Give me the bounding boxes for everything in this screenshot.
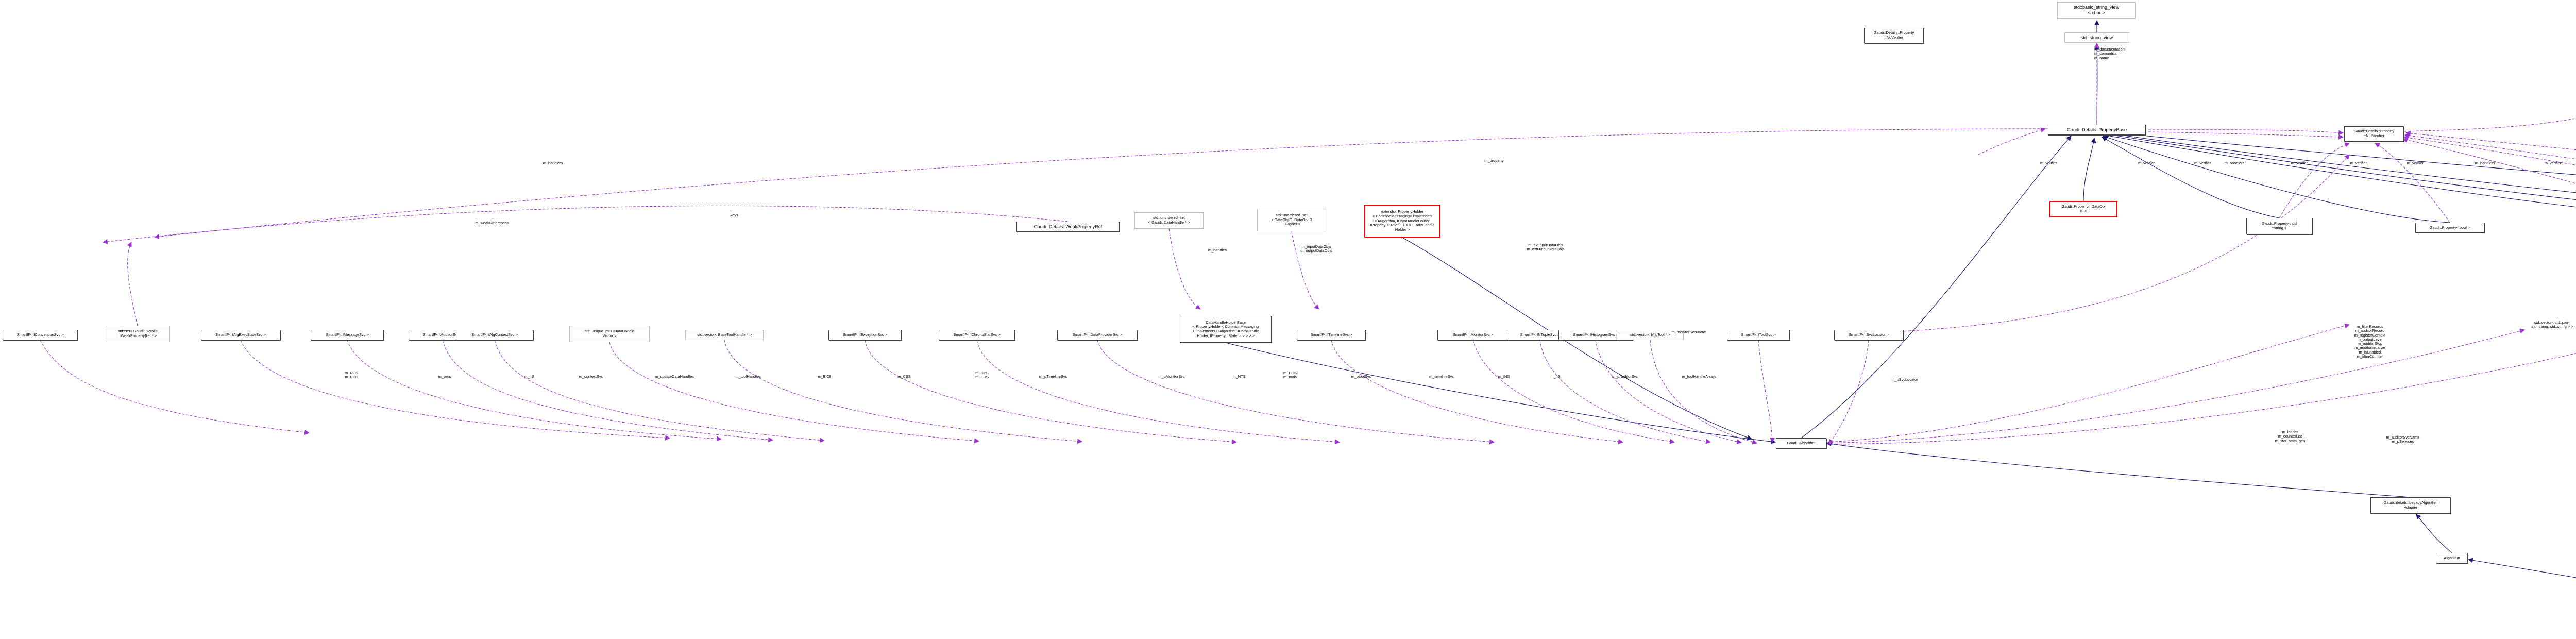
class-node-smartif_ialgexec[interactable]: SmartIF< IAlgExecStateSvc > — [201, 330, 280, 340]
class-node-label: std::vector< IAlgTool * > — [1630, 332, 1671, 337]
class-node-label: Gaudi::Algorithm — [1787, 440, 1816, 445]
class-node-basic_string_view[interactable]: std::basic_string_view < char > — [2057, 2, 2136, 19]
class-node-smartif_itoolsvc[interactable]: SmartIF< IToolSvc > — [1727, 330, 1790, 340]
class-node-label: Algorithm — [2444, 555, 2460, 560]
class-node-label: SmartIF< ISvcLocator > — [1848, 332, 1889, 337]
class-node-iprophandler[interactable]: Gaudi::Property< DataObj ID > — [2049, 201, 2117, 217]
class-node-label: extends< PropertyHolder < CommonMessagin… — [1370, 209, 1435, 232]
class-node-label: Gaudi::details::LegacyAlgorithm Adapter — [2383, 500, 2438, 510]
class-node-label: std::vector< BaseToolHandle * > — [697, 332, 752, 337]
class-node-smartif_imonitor[interactable]: SmartIF< IMonitorSvc > — [1437, 330, 1509, 340]
class-node-label: std::string_view — [2080, 35, 2113, 40]
class-node-label: SmartIF< IChronoStatSvc > — [953, 332, 1001, 337]
class-node-gaudi_algorithm[interactable]: Gaudi::Algorithm — [1776, 438, 1826, 448]
class-node-label: Gaudi::Property< DataObj ID > — [2061, 204, 2106, 213]
class-node-label: Gaudi::Details::WeakPropertyRef — [1033, 224, 1103, 229]
class-node-label: SmartIF< IToolSvc > — [1741, 332, 1776, 337]
class-node-legacy_adapter[interactable]: Gaudi::details::LegacyAlgorithm Adapter — [2370, 497, 2451, 514]
class-node-metapropertybase[interactable]: Gaudi::Details::WeakPropertyRef — [1016, 222, 1120, 232]
class-node-string_view[interactable]: std::string_view — [2064, 32, 2129, 43]
class-node-label: SmartIF< IMonitorSvc > — [1452, 332, 1494, 337]
class-node-vec_basetoolhandle[interactable]: std::vector< BaseToolHandle * > — [685, 330, 764, 340]
class-node-label: std::basic_string_view < char > — [2073, 5, 2120, 15]
class-node-uset_datahandle[interactable]: std::unordered_set < Gaudi::DataHandle *… — [1134, 212, 1204, 229]
class-node-prop_stdstring[interactable]: Gaudi::Property< std ::string > — [2246, 218, 2312, 234]
class-node-label: Gaudi::Details::Property ::NullVerifier — [2353, 129, 2395, 138]
class-node-smartif_idataprov[interactable]: SmartIF< IDataProviderSvc > — [1057, 330, 1138, 340]
usage-edges — [40, 42, 2576, 445]
class-node-smartif_ihisto[interactable]: SmartIF< IHistogramSvc > — [1558, 330, 1633, 340]
class-node-label: SmartIF< IExceptionSvc > — [843, 332, 887, 337]
class-node-smartif_ichrono[interactable]: SmartIF< IChronoStatSvc > — [939, 330, 1015, 340]
inheritance-edges — [1225, 20, 2576, 578]
class-node-label: Gaudi::Details::Property ::NoVerifier — [1873, 30, 1914, 40]
class-node-label: SmartIF< IMessageSvc > — [326, 332, 369, 337]
class-node-label: SmartIF< IDataProviderSvc > — [1072, 332, 1123, 337]
class-node-smartif_ialgctx[interactable]: SmartIF< IAlgContextSvc > — [456, 330, 533, 340]
class-node-prop_nullverifier[interactable]: Gaudi::Details::Property ::NullVerifier — [2344, 126, 2404, 142]
class-node-smartif_iexcsvc[interactable]: SmartIF< IExceptionSvc > — [828, 330, 902, 340]
class-node-label: std::unordered_set < Gaudi::DataHandle *… — [1148, 215, 1190, 225]
class-node-smartif_itimeline[interactable]: SmartIF< ITimelineSvc > — [1297, 330, 1366, 340]
class-node-label: Gaudi::Property< bool > — [2429, 225, 2470, 230]
class-node-set_weakprop[interactable]: std::set< Gaudi::Details ::WeakPropertyR… — [106, 326, 170, 342]
class-node-label: std::set< Gaudi::Details ::WeakPropertyR… — [117, 329, 158, 338]
class-node-prop_noverifier[interactable]: Gaudi::Details::Property ::NoVerifier — [1864, 28, 1924, 43]
class-node-label: Gaudi::Details::PropertyBase — [2066, 127, 2127, 132]
class-node-vec_ialgtool[interactable]: std::vector< IAlgTool * > — [1617, 330, 1684, 340]
class-node-label: DataHandleHolderBase < PropertyHolder< C… — [1192, 320, 1259, 338]
class-node-propertybase[interactable]: Gaudi::Details::PropertyBase — [2048, 125, 2146, 135]
class-node-label: SmartIF< IAlgContextSvc > — [471, 332, 518, 337]
class-node-label: SmartIF< IAlgExecStateSvc > — [215, 332, 266, 337]
class-node-smartif_imsgsvc[interactable]: SmartIF< IMessageSvc > — [311, 330, 384, 340]
class-node-label: Gaudi::Property< std ::string > — [2262, 221, 2297, 230]
class-node-extends_prop[interactable]: extends< PropertyHolder < CommonMessagin… — [1364, 205, 1440, 238]
class-node-smartif_isvcloc[interactable]: SmartIF< ISvcLocator > — [1834, 330, 1903, 340]
class-node-label: std::unique_ptr< IDataHandle Visitor > — [584, 329, 635, 338]
class-node-smartif_intuple[interactable]: SmartIF< INTupleSvc > — [1506, 330, 1574, 340]
class-node-uset_dataobjid[interactable]: std::unordered_set < DataObjID, DataObjI… — [1257, 209, 1326, 231]
class-node-dhholderbase[interactable]: DataHandleHolderBase < PropertyHolder< C… — [1180, 316, 1272, 343]
class-node-algorithm[interactable]: Algorithm — [2436, 553, 2468, 563]
class-node-label: std::unordered_set < DataObjID, DataObjI… — [1271, 212, 1312, 227]
class-node-label: SmartIF< ITimelineSvc > — [1310, 332, 1352, 337]
class-node-smartif_iconvsvc[interactable]: SmartIF< IConversionSvc > — [3, 330, 78, 340]
class-node-label: SmartIF< IConversionSvc > — [16, 332, 64, 337]
class-node-uptr_idhvisitor[interactable]: std::unique_ptr< IDataHandle Visitor > — [569, 326, 650, 342]
class-node-prop_bool[interactable]: Gaudi::Property< bool > — [2415, 223, 2484, 233]
